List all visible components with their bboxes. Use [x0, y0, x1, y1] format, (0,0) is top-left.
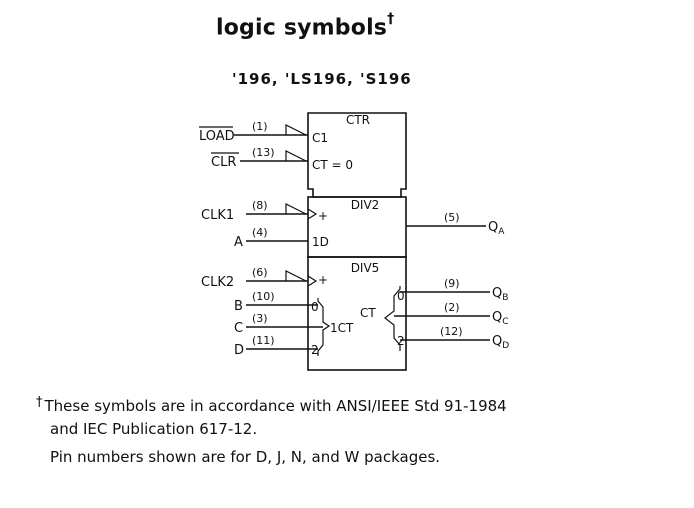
pin-qc: (2) [444, 301, 460, 314]
pin-a: (4) [252, 226, 268, 239]
div5-label: DIV5 [351, 261, 380, 275]
div5-plus: + [318, 273, 328, 287]
load-polarity-indicator [285, 124, 307, 136]
pin-load: (1) [252, 120, 268, 133]
output-brace [384, 286, 401, 351]
footnote-dagger: † [36, 395, 43, 410]
div5-output-0: 0 [397, 289, 405, 303]
load-signal: LOAD [199, 129, 235, 144]
div5-1ct-label: 1CT [330, 321, 354, 335]
pin-clk1: (8) [252, 199, 268, 212]
pin-qa: (5) [444, 211, 460, 224]
part-numbers: '196, 'LS196, 'S196 [232, 70, 412, 88]
clk1-polarity-indicator [285, 203, 307, 215]
pin-clk2: (6) [252, 266, 268, 279]
qc-signal: QC [492, 310, 509, 327]
a-signal: A [234, 235, 243, 250]
div2-block: DIV2 + 1D [307, 196, 407, 258]
qa-signal: QA [488, 220, 505, 237]
clk2-signal: CLK2 [201, 275, 234, 290]
indicators [285, 124, 318, 287]
div2-plus: + [318, 209, 328, 223]
pin-c: (3) [252, 312, 268, 325]
div5-input-2: 2 [311, 343, 319, 357]
footnote-text-1: These symbols are in accordance with ANS… [44, 397, 507, 415]
title-dagger: † [387, 11, 395, 27]
clk2-dynamic-indicator [307, 275, 318, 287]
input-brace [317, 298, 331, 356]
ctr-c1-label: C1 [312, 131, 328, 145]
footnote-line-2: and IEC Publication 617-12. [50, 420, 258, 438]
qb-signal: QB [492, 286, 508, 303]
c-signal: C [234, 321, 243, 336]
div5-input-0: 0 [311, 300, 319, 314]
div5-ct-label: CT [360, 306, 376, 320]
footnote-line-1: †These symbols are in accordance with AN… [36, 395, 507, 419]
pin-b: (10) [252, 290, 275, 303]
ctr-ct0-label: CT = 0 [312, 158, 353, 172]
div2-label: DIV2 [351, 198, 380, 212]
clr-signal: CLR [211, 155, 236, 170]
clk2-polarity-indicator [285, 270, 307, 282]
div5-block: DIV5 + 0 2 1CT CT 0 2 [307, 256, 407, 371]
pin-qb: (9) [444, 277, 460, 290]
clr-polarity-indicator [285, 150, 307, 162]
ctr-block: CTR C1 CT = 0 [307, 112, 407, 198]
div2-1d-label: 1D [312, 235, 329, 249]
output-lines [394, 225, 490, 341]
pin-qd: (12) [440, 325, 463, 338]
qd-signal: QD [492, 334, 509, 351]
b-signal: B [234, 299, 243, 314]
page-title: logic symbols† [216, 11, 395, 41]
footnote-line-3: Pin numbers shown are for D, J, N, and W… [50, 448, 441, 466]
clk1-dynamic-indicator [307, 208, 318, 220]
clk1-signal: CLK1 [201, 208, 234, 223]
title-text: logic symbols [216, 15, 388, 41]
ctr-label: CTR [346, 113, 370, 127]
signal-labels: LOAD CLR CLK1 A CLK2 B C D QA QB QC QD [199, 126, 509, 358]
pin-d: (11) [252, 334, 275, 347]
d-signal: D [234, 343, 244, 358]
pin-clr: (13) [252, 146, 275, 159]
div5-output-2: 2 [397, 334, 405, 348]
input-lines [234, 134, 323, 350]
pin-numbers: (1) (13) (8) (4) (6) (10) (3) (11) (5) (… [252, 120, 463, 347]
